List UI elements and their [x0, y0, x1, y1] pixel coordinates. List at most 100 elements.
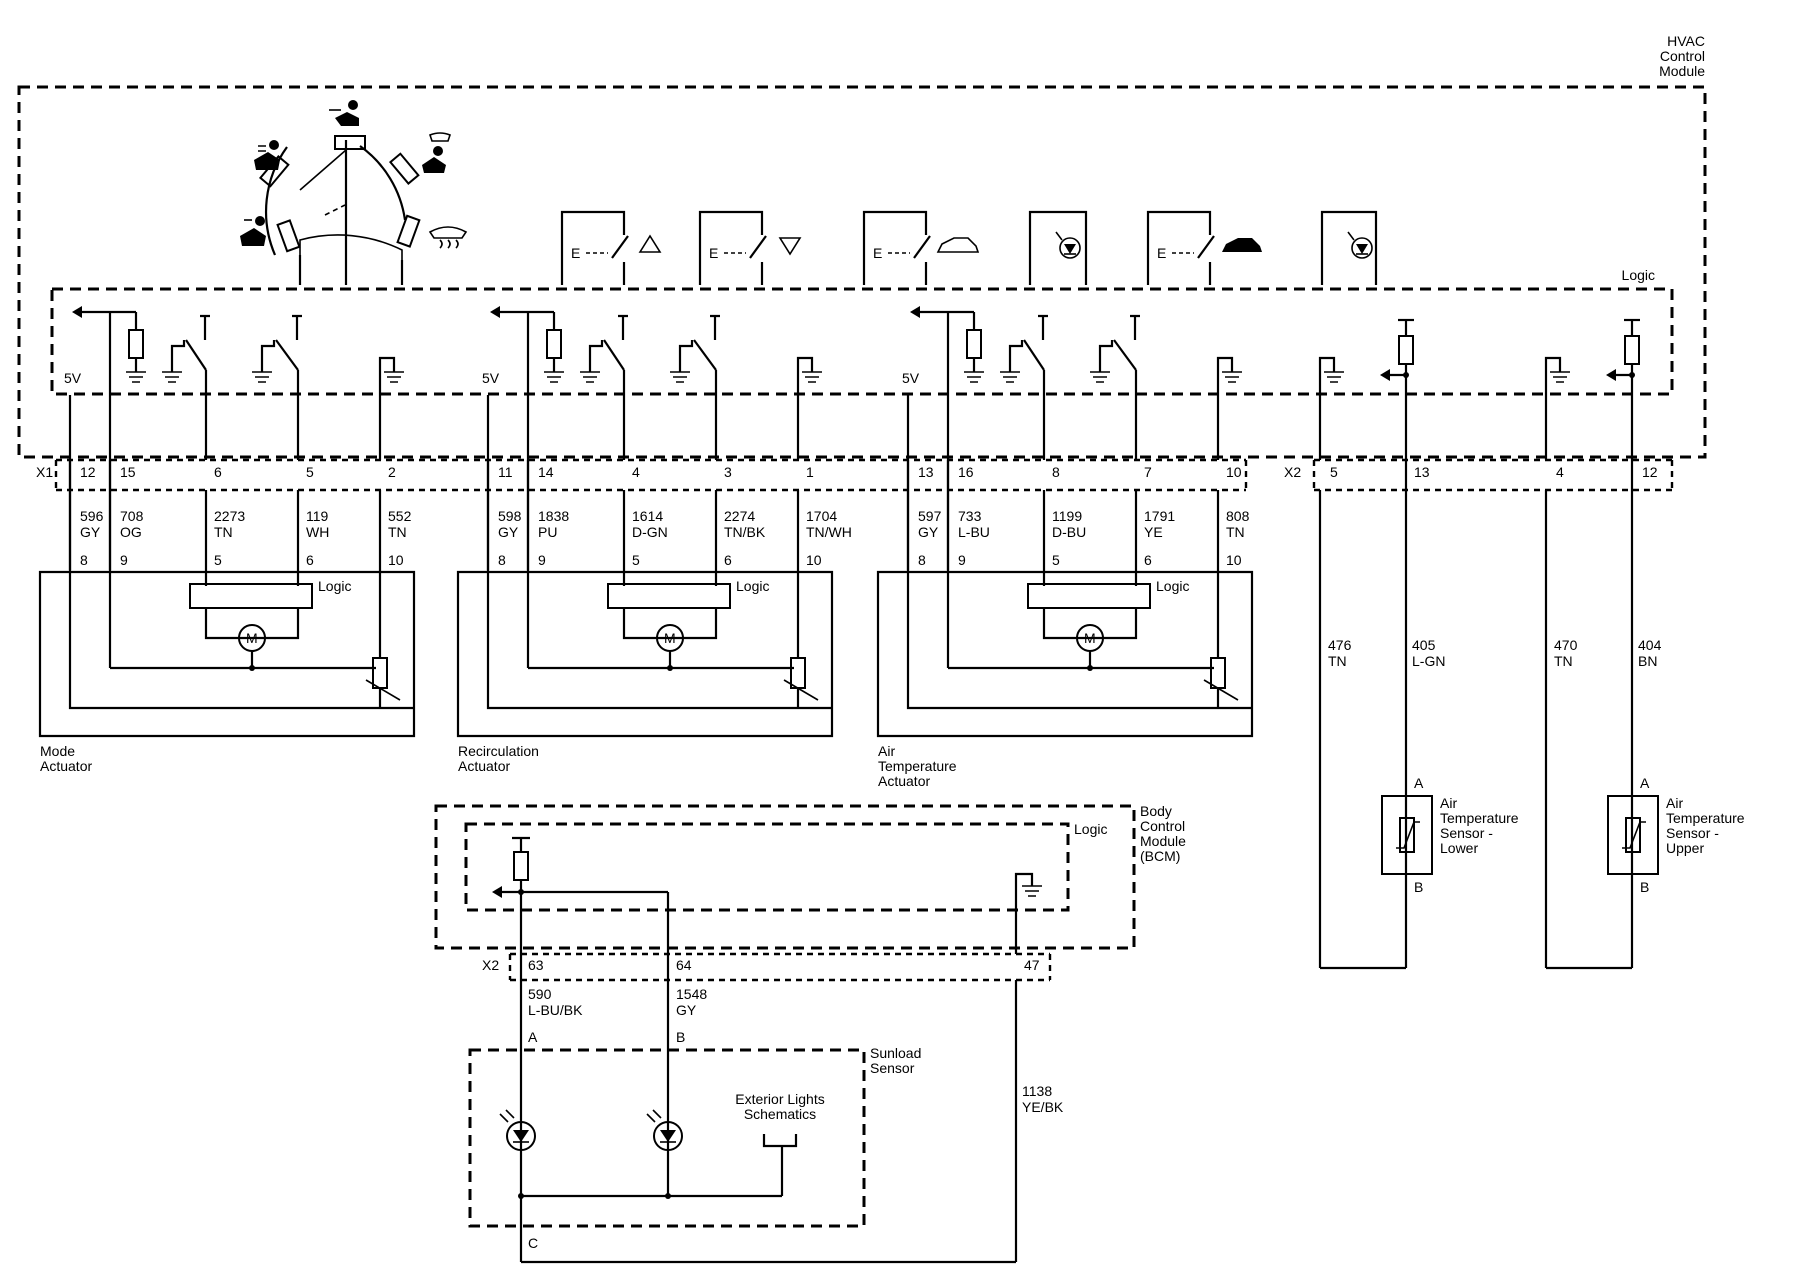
svg-text:63: 63	[528, 957, 544, 973]
svg-text:598: 598	[498, 508, 522, 524]
circuit-number: 708	[120, 508, 144, 524]
svg-text:Air: Air	[1666, 795, 1683, 811]
dial-switch-upper-right	[388, 152, 420, 185]
svg-text:9: 9	[538, 552, 546, 568]
actuator-pin: 8	[80, 552, 88, 568]
svg-text:4: 4	[1556, 464, 1564, 480]
svg-text:9: 9	[958, 552, 966, 568]
sunload-label-2: Sensor	[870, 1060, 915, 1076]
dial-switch-lower-right	[396, 214, 421, 248]
svg-text:Sensor -: Sensor -	[1666, 825, 1719, 841]
svg-text:Air: Air	[1440, 795, 1457, 811]
motor-label: M	[246, 630, 258, 646]
svg-text:TN/BK: TN/BK	[724, 524, 766, 540]
svg-text:808: 808	[1226, 508, 1250, 524]
hvac-logic-box	[50, 287, 1674, 396]
svg-text:M: M	[664, 630, 676, 646]
bcm-logic-box	[464, 822, 1070, 912]
svg-text:L-GN: L-GN	[1412, 653, 1445, 669]
actuator-pin: 6	[306, 552, 314, 568]
triangle-down-icon	[778, 237, 802, 256]
bcm-label-3: Module	[1140, 833, 1186, 849]
connector-x1	[56, 458, 1246, 492]
position-sensor	[372, 657, 388, 689]
sunload-terminal-a: A	[528, 1029, 538, 1045]
photodiode-icon	[506, 1121, 536, 1151]
indicator-led-2	[1320, 210, 1378, 285]
recirculation-actuator-circuit: 5V Logic M	[456, 306, 834, 738]
svg-text:L-BU/BK: L-BU/BK	[528, 1002, 583, 1018]
svg-text:8: 8	[498, 552, 506, 568]
exterior-lights-ref-2: Schematics	[744, 1106, 816, 1122]
bi-level-vent-icon	[254, 140, 280, 170]
pin-label: 5	[306, 464, 314, 480]
mode-selector-dial	[240, 100, 468, 285]
air-temperature-sensor-lower	[1381, 795, 1433, 875]
exterior-lights-ref-1: Exterior Lights	[735, 1091, 824, 1107]
svg-text:Logic: Logic	[1156, 578, 1189, 594]
actuator-pin: 5	[214, 552, 222, 568]
hvac-logic-label: Logic	[1622, 267, 1655, 283]
recirculation-car-icon	[1222, 238, 1262, 252]
sunload-sensor-outline	[468, 1048, 866, 1228]
bcm-logic-label: Logic	[1074, 821, 1107, 837]
svg-text:1704: 1704	[806, 508, 837, 524]
mode-actuator-circuit: 5V Logic M	[38, 306, 416, 738]
bcm-label-1: Body	[1140, 803, 1172, 819]
circuit-number: 552	[388, 508, 412, 524]
bcm-label-4: (BCM)	[1140, 848, 1180, 864]
svg-text:BN: BN	[1638, 653, 1657, 669]
pin-label: 2	[388, 464, 396, 480]
wire-color: WH	[306, 524, 329, 540]
svg-text:A: A	[1640, 775, 1650, 791]
sunload-sensor: Sunload Sensor A B C Exterior Lights Sch…	[468, 1029, 921, 1251]
actuator-pin: 9	[120, 552, 128, 568]
sunload-wiring: 590 L-BU/BK 1548 GY 1138 YE/BK	[519, 892, 1064, 1264]
actuator-logic-label: Logic	[318, 578, 351, 594]
actuator-name: Mode	[40, 743, 75, 759]
svg-text:3: 3	[724, 464, 732, 480]
svg-text:GY: GY	[918, 524, 939, 540]
pin-label: 6	[214, 464, 222, 480]
wire-color: TN	[388, 524, 407, 540]
body-control-module: Logic Body Control Module (BCM) X2 63 64…	[434, 803, 1186, 982]
svg-text:13: 13	[918, 464, 934, 480]
svg-text:6: 6	[724, 552, 732, 568]
svg-text:10: 10	[1226, 552, 1242, 568]
outside-air-car-icon	[936, 237, 980, 253]
svg-text:7: 7	[1144, 464, 1152, 480]
actuator-name: Actuator	[40, 758, 92, 774]
svg-text:M: M	[1084, 630, 1096, 646]
actuator-pin: 10	[388, 552, 404, 568]
hvac-module-label-2: Control	[1660, 48, 1705, 64]
recirculation-switch: E	[1146, 210, 1262, 285]
actuator-logic-block	[189, 583, 313, 609]
air-temperature-sensor-lower-circuit	[1318, 318, 1433, 970]
sunload-terminal-c: C	[528, 1235, 538, 1251]
svg-text:Temperature: Temperature	[878, 758, 957, 774]
bcm-label-2: Control	[1140, 818, 1185, 834]
hvac-control-module-outline	[17, 85, 1707, 459]
actuator-labels: 12 15 6 5 2 596 708 2273 119 552 GY OG T…	[40, 464, 1250, 789]
dial-switch-top	[334, 135, 366, 150]
bcm-connector-x2	[510, 952, 1050, 982]
air-temperature-sensor-upper-circuit	[1544, 318, 1659, 970]
svg-text:404: 404	[1638, 637, 1662, 653]
defrost-icon	[428, 226, 468, 249]
connector-x2	[1314, 458, 1672, 492]
svg-text:B: B	[1414, 879, 1423, 895]
svg-text:B: B	[1640, 879, 1649, 895]
wire-color: TN	[214, 524, 233, 540]
triangle-up-icon	[638, 234, 662, 253]
svg-text:8: 8	[1052, 464, 1060, 480]
air-temperature-actuator-circuit: 5V Logic M	[876, 306, 1254, 738]
hvac-module-label-3: Module	[1659, 63, 1705, 79]
svg-text:D-BU: D-BU	[1052, 524, 1086, 540]
circuit-number: 596	[80, 508, 104, 524]
wire-color: OG	[120, 524, 142, 540]
svg-text:Recirculation: Recirculation	[458, 743, 539, 759]
svg-text:10: 10	[1226, 464, 1242, 480]
circuit-number: 119	[306, 508, 329, 524]
circuit-number: 2273	[214, 508, 245, 524]
svg-text:E: E	[709, 245, 718, 261]
